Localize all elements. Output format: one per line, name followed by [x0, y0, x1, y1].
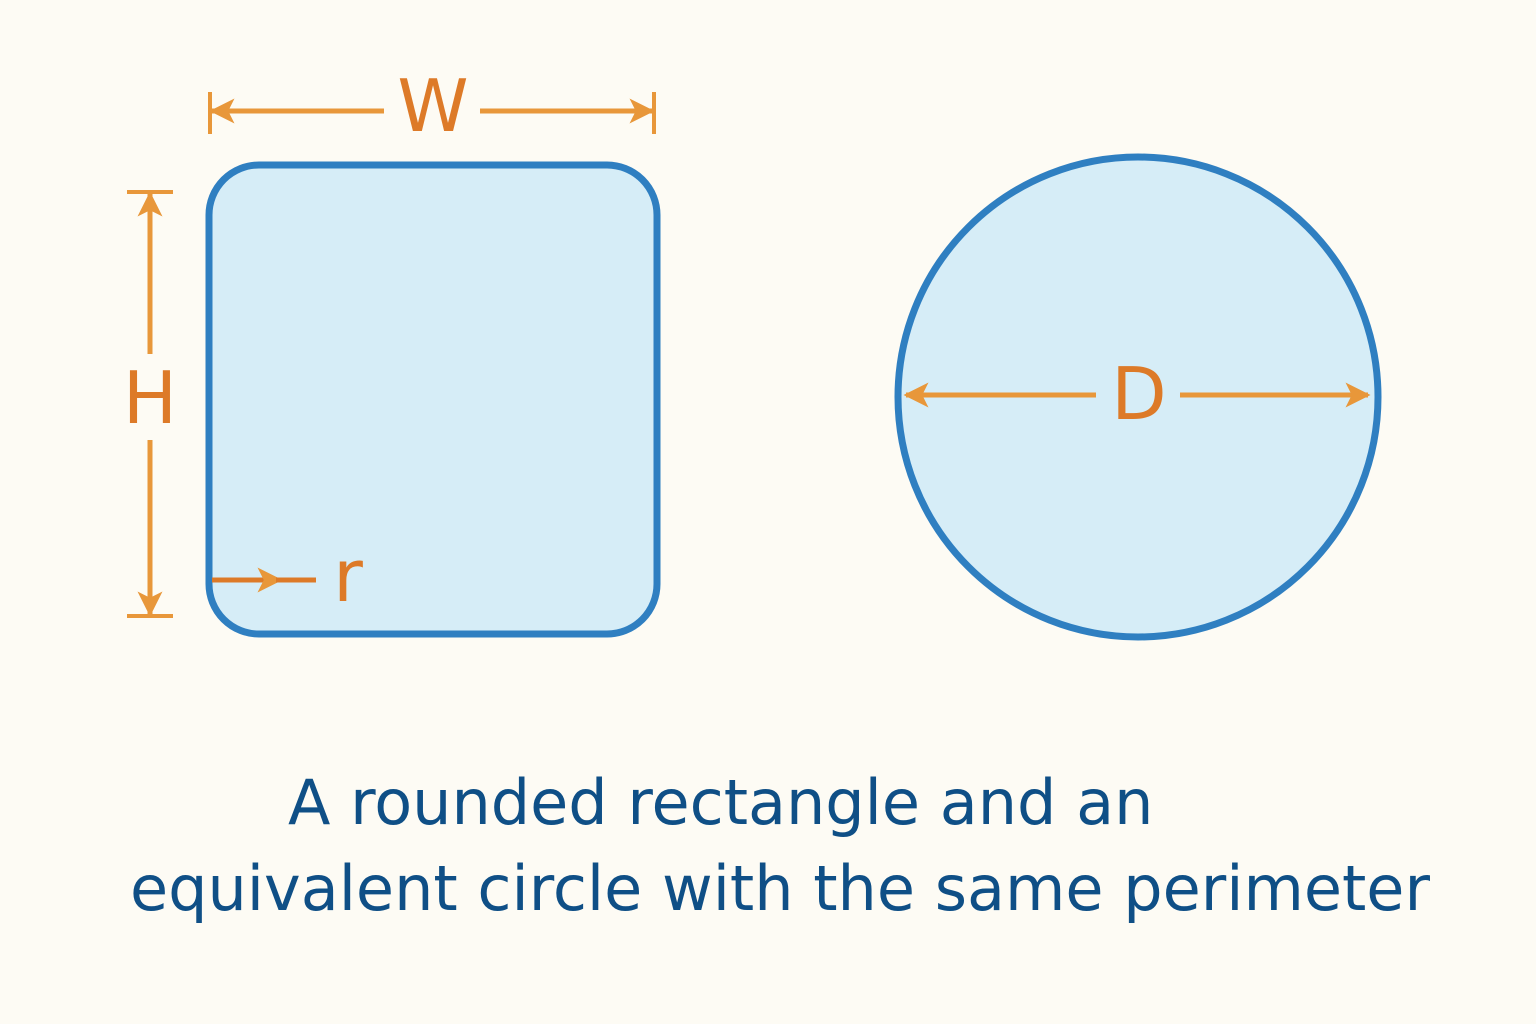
height-dimension: H [123, 190, 177, 618]
radius-label: r [333, 534, 363, 618]
caption-line-1: A rounded rectangle and an [288, 766, 1154, 839]
diameter-label: D [1111, 352, 1166, 436]
width-label: W [397, 64, 468, 148]
radius-indicator: r [212, 534, 363, 618]
height-label: H [123, 356, 177, 440]
caption-line-2: equivalent circle with the same perimete… [130, 852, 1430, 925]
width-dimension: W [208, 64, 656, 148]
rounded-rectangle [205, 161, 661, 638]
diameter-dimension: D [903, 352, 1371, 436]
equivalent-circle [894, 153, 1382, 641]
